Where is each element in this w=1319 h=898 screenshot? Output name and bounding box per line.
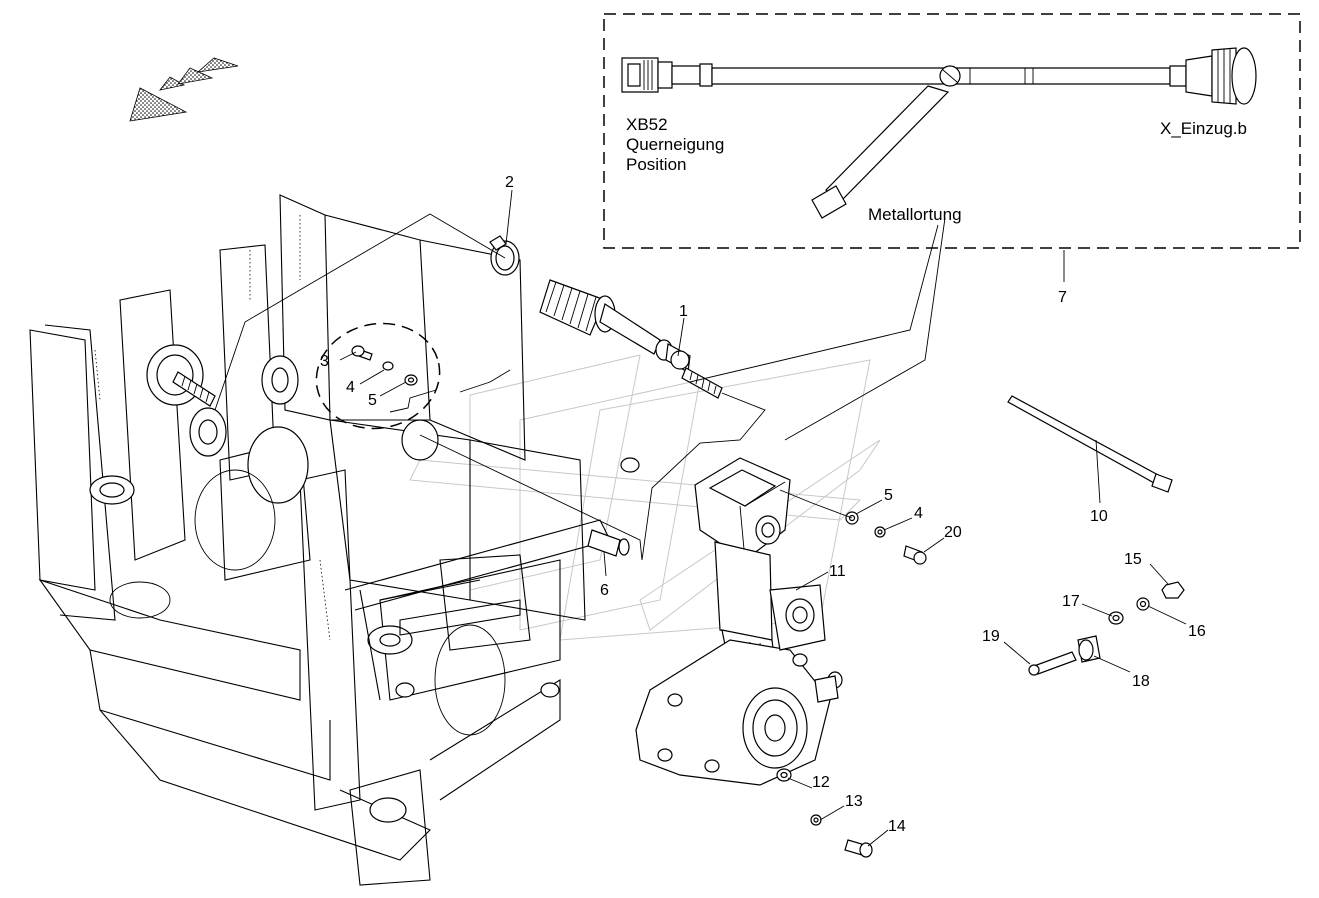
- callout-number: 16: [1188, 623, 1206, 640]
- connector-left-label-line3: Position: [626, 155, 686, 174]
- small-parts-upper: [351, 345, 418, 386]
- direction-arrow-icon: [129, 57, 239, 122]
- callout-number: 4: [346, 379, 355, 396]
- hardware-right: [1028, 581, 1185, 676]
- bellows-shaft: [539, 279, 723, 399]
- callout-number: 19: [982, 628, 1000, 645]
- callout-number: 15: [1124, 551, 1142, 568]
- callout-number: 1: [679, 303, 688, 320]
- callout-number: 10: [1090, 508, 1108, 525]
- connector-harness-box: [603, 13, 1301, 249]
- callout-number: 6: [600, 582, 609, 599]
- assembly-lines: [214, 213, 1065, 561]
- callout-number: 4: [914, 505, 923, 522]
- callout-number: 7: [1058, 289, 1067, 306]
- leader-lines: [339, 189, 1187, 847]
- pin-part: [587, 529, 630, 557]
- callout-number: 12: [812, 774, 830, 791]
- callout-number: 11: [829, 563, 846, 580]
- machine-frame: [29, 194, 640, 886]
- detail-group-ellipse: [315, 322, 441, 430]
- connector-right-label: X_Einzug.b: [1160, 119, 1247, 138]
- callout-number: 14: [888, 818, 906, 835]
- callout-number: 20: [944, 524, 962, 541]
- gearbox-assembly: [635, 457, 843, 786]
- connector-left-label-line2: Querneigung: [626, 135, 724, 154]
- callout-number: 5: [884, 487, 893, 504]
- callout-number: 3: [320, 353, 329, 370]
- ground-label: Metallortung: [868, 205, 962, 224]
- hose-clamp: [489, 235, 520, 276]
- hardware-bottom: [776, 768, 873, 858]
- callout-number: 18: [1132, 673, 1150, 690]
- callout-number: 5: [368, 392, 377, 409]
- hardware-middle: [845, 511, 927, 565]
- callout-number: 17: [1062, 593, 1080, 610]
- connector-left-label-line1: XB52: [626, 115, 668, 134]
- cable-tie: [1007, 395, 1173, 493]
- wire-harness: [621, 47, 1257, 219]
- callout-number: 13: [845, 793, 863, 810]
- callout-number: 2: [505, 174, 514, 191]
